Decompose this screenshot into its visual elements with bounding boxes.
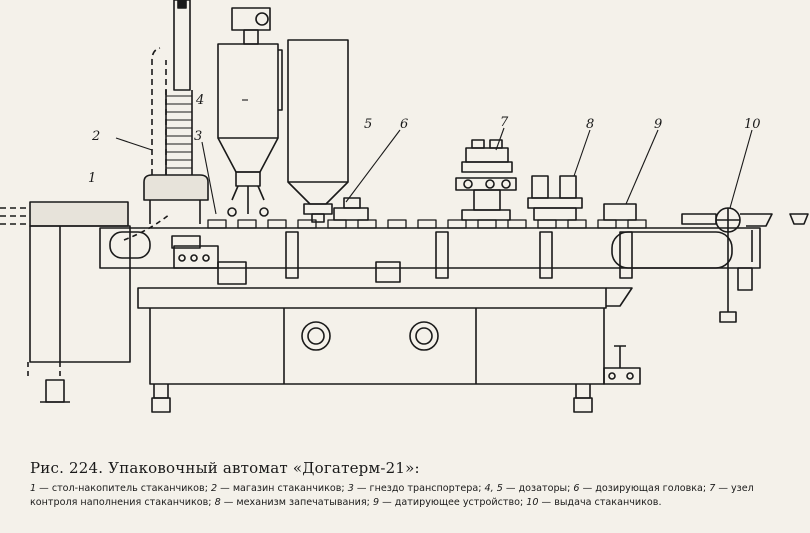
callout-4: 4 bbox=[195, 93, 204, 108]
callout-7: 7 bbox=[500, 115, 509, 130]
figure-title: Рис. 224. Упаковочный автомат «Догатерм-… bbox=[30, 459, 420, 477]
dosing-hopper-4 bbox=[217, 7, 283, 217]
sealing-mechanism-8 bbox=[527, 175, 583, 221]
dating-device-9 bbox=[603, 203, 637, 221]
legend-item: 10 — выдача стаканчиков. bbox=[526, 497, 662, 508]
fill-control-unit-7 bbox=[455, 139, 517, 221]
machine-frame bbox=[137, 287, 641, 413]
legend-item: 2 — магазин стаканчиков; bbox=[211, 483, 345, 494]
cup-magazine-2 bbox=[123, 0, 209, 241]
legend-item: 4, 5 — дозаторы; bbox=[484, 483, 571, 494]
legend-item: 3 — гнездо транспортера; bbox=[347, 483, 482, 494]
conveyor bbox=[99, 219, 761, 285]
callout-5: 5 bbox=[364, 117, 372, 132]
storage-table-1 bbox=[27, 201, 131, 403]
callout-2: 2 bbox=[91, 129, 100, 144]
legend-item: 1 — стол-накопитель стаканчиков; bbox=[30, 483, 208, 494]
machine-drawing: 1 2 3 4 5 6 7 8 9 10 bbox=[0, 0, 809, 413]
legend-item: 6 — дозирующая головка; bbox=[573, 483, 707, 494]
incoming-cup-line bbox=[0, 207, 30, 225]
legend-item: 9 — датирующее устройство; bbox=[372, 497, 524, 508]
callout-6: 6 bbox=[400, 117, 408, 132]
callout-10: 10 bbox=[744, 117, 761, 132]
dosing-hopper-5 bbox=[287, 39, 349, 223]
callout-8: 8 bbox=[586, 117, 594, 132]
dosing-head-6 bbox=[333, 197, 369, 221]
callout-9: 9 bbox=[654, 117, 662, 132]
legend-item: 8 — механизм запечатывания; bbox=[214, 497, 370, 508]
figure-caption: Рис. 224. Упаковочный автомат «Догатерм-… bbox=[30, 458, 790, 510]
legend-item: 7 — узел контроля наполнения стаканчиков… bbox=[30, 483, 754, 508]
cup-output-10 bbox=[681, 207, 809, 323]
leader-lines bbox=[115, 99, 753, 215]
callout-3: 3 bbox=[194, 129, 202, 144]
figure-legend: 1 — стол-накопитель стаканчиков; 2 — маг… bbox=[30, 482, 790, 510]
callout-1: 1 bbox=[88, 171, 96, 186]
